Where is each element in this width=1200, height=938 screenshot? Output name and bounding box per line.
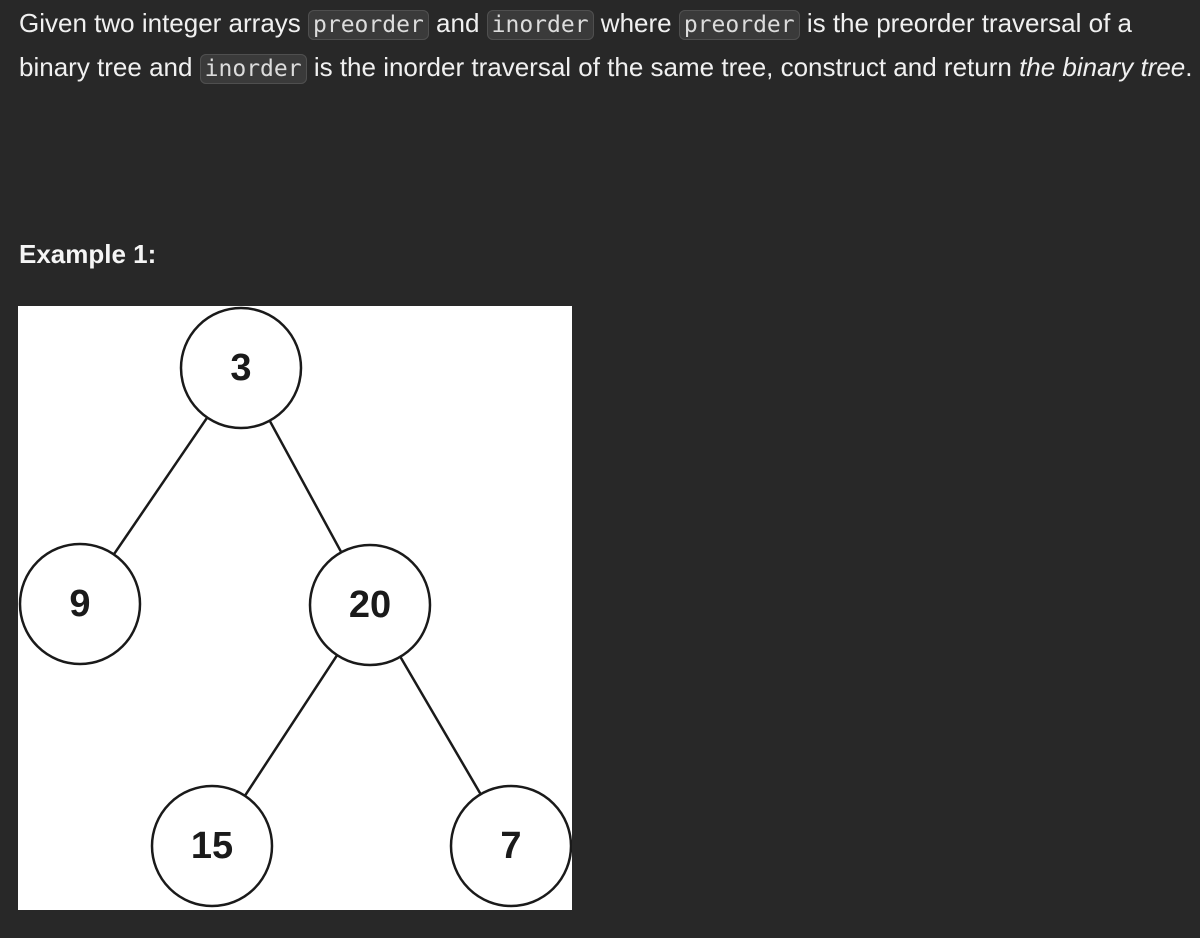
tree-edge-n20-n15 <box>243 654 339 797</box>
tree-node-circle <box>449 784 572 908</box>
example-heading: Example 1: <box>19 239 157 269</box>
code-preorder: preorder <box>678 10 800 40</box>
tree-node-label: 15 <box>191 825 233 867</box>
description-text: . <box>1185 52 1193 82</box>
tree-edge-n3-n20 <box>268 420 343 553</box>
tree-edge-n20-n7 <box>399 656 482 795</box>
binary-tree-diagram: 3 9 20 15 7 <box>18 306 572 908</box>
description-text: and <box>428 8 487 38</box>
tree-node-circle <box>18 542 142 666</box>
description-text: is the inorder traversal of the same tre… <box>306 52 1020 82</box>
tree-node-15: 15 <box>150 784 274 908</box>
code-preorder: preorder <box>308 10 429 40</box>
tree-node-3: 3 <box>179 306 303 430</box>
tree-node-9: 9 <box>18 542 142 666</box>
description-text: Given two integer arrays <box>19 8 309 38</box>
problem-description: Given two integer arrays preorder and in… <box>19 2 1197 90</box>
tree-node-label: 9 <box>69 583 90 625</box>
code-inorder: inorder <box>199 54 307 84</box>
tree-node-label: 20 <box>349 584 391 626</box>
tree-node-7: 7 <box>449 784 572 908</box>
description-text: where <box>593 8 679 38</box>
tree-edge-n3-n9 <box>112 416 209 556</box>
code-inorder: inorder <box>486 10 594 40</box>
description-emphasis: the binary tree <box>1019 52 1186 82</box>
tree-node-label: 3 <box>230 347 251 389</box>
tree-node-20: 20 <box>308 543 432 667</box>
tree-node-circle <box>308 543 432 667</box>
tree-node-label: 7 <box>500 825 521 867</box>
description-text: is the preorder traversal of a binary tr… <box>19 8 1132 82</box>
tree-node-circle <box>150 784 274 908</box>
tree-node-circle <box>179 306 303 430</box>
example-tree-figure: 3 9 20 15 7 <box>18 306 572 910</box>
